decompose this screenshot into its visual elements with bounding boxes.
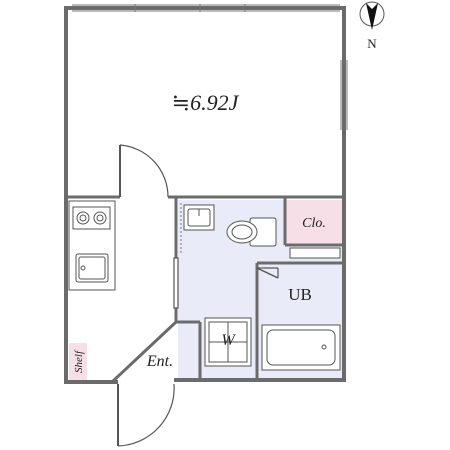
- washer-pan: [204, 317, 252, 367]
- main-room-label: ≒6.92J: [172, 90, 240, 115]
- closet-label: Clo.: [302, 216, 326, 231]
- compass-label: N: [367, 36, 377, 51]
- kitchen: [68, 200, 116, 291]
- top-window: [72, 4, 340, 12]
- shelf-label: Shelf: [73, 349, 85, 373]
- shelf-fill: [69, 343, 87, 381]
- bath-label: UB: [288, 285, 312, 304]
- compass: N: [359, 1, 385, 51]
- closet-fill: [286, 200, 342, 243]
- entrance-label: Ent.: [146, 353, 173, 370]
- doors: [117, 144, 279, 447]
- compass-needle-icon: [366, 3, 378, 30]
- wet-sliding-door: [173, 257, 179, 309]
- washer-label: W: [221, 332, 236, 349]
- entrance-door: [117, 383, 175, 447]
- main-room-door: [119, 144, 169, 198]
- stove-icon: [72, 206, 111, 230]
- bath-door: [256, 267, 279, 279]
- washbasin-icon: [183, 204, 215, 231]
- closet-shelf: [289, 247, 341, 259]
- kitchen-counter: [68, 200, 116, 291]
- interior-walls: [66, 195, 344, 384]
- sink-icon: [75, 253, 109, 283]
- toilet-icon: [226, 217, 277, 247]
- bathtub-icon: [261, 324, 341, 371]
- exterior-walls: [64, 6, 346, 384]
- right-window: [340, 60, 348, 130]
